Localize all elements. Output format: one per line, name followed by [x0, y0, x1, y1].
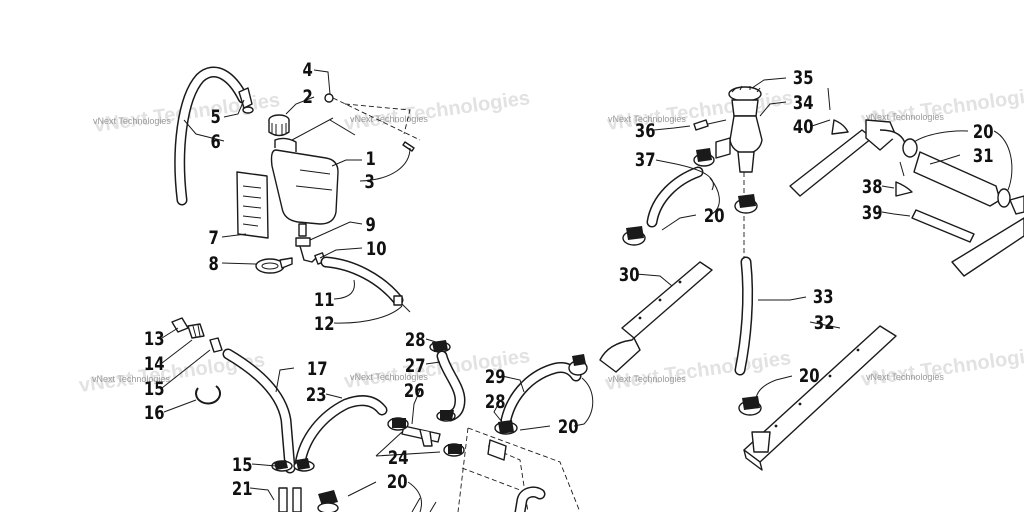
- heat-exchanger-right: [951, 217, 1024, 277]
- callout-24: 24: [388, 447, 409, 469]
- callout-5: 5: [210, 106, 220, 128]
- nut: [324, 93, 334, 103]
- callout-20: 20: [704, 205, 725, 227]
- filler-neck: [729, 115, 763, 155]
- watermark: vNext Technologies: [350, 372, 428, 382]
- hose-clamp: [393, 295, 403, 306]
- callout-11: 11: [314, 289, 335, 311]
- callout-15: 15: [144, 378, 165, 400]
- callout-7: 7: [208, 227, 218, 249]
- callout-40: 40: [793, 116, 814, 138]
- lower-left-group: [171, 317, 388, 512]
- grommet: [831, 119, 849, 135]
- callout-33: 33: [813, 286, 834, 308]
- callout-6: 6: [210, 131, 220, 153]
- callout-38: 38: [862, 176, 883, 198]
- watermark-bg: vNext Technologies: [860, 343, 1024, 391]
- callout-39: 39: [862, 202, 883, 224]
- callout-15: 15: [232, 454, 253, 476]
- watermark: vNext Technologies: [608, 374, 686, 384]
- connector-hose-31: [913, 151, 1001, 207]
- callout-1: 1: [365, 148, 375, 170]
- callout-10: 10: [366, 238, 387, 260]
- outlet-fitting: [295, 237, 311, 247]
- callout-30: 30: [619, 264, 640, 286]
- heat-exchanger-30: [621, 261, 713, 339]
- screw: [693, 119, 709, 131]
- watermark: vNext Technologies: [350, 114, 428, 124]
- callout-23: 23: [306, 384, 327, 406]
- callout-2: 2: [302, 86, 312, 108]
- callout-14: 14: [144, 353, 165, 375]
- watermark: vNext Technologies: [866, 112, 944, 122]
- watermark: vNext Technologies: [866, 372, 944, 382]
- callout-12: 12: [314, 313, 335, 335]
- watermark: vNext Technologies: [92, 374, 170, 384]
- hose-clamp: [318, 490, 338, 506]
- bolt: [402, 141, 415, 152]
- callout-29: 29: [485, 366, 506, 388]
- watermark: vNext Technologies: [608, 114, 686, 124]
- callout-16: 16: [144, 402, 165, 424]
- callout-9: 9: [365, 214, 375, 236]
- watermark: vNext Technologies: [93, 116, 171, 126]
- heat-exchanger-upper: [789, 129, 873, 197]
- callout-20: 20: [387, 471, 408, 493]
- right-group: [599, 85, 1024, 471]
- callout-28: 28: [485, 391, 506, 413]
- watermark-bg: vNext Technologies: [343, 87, 532, 135]
- callout-17: 17: [307, 358, 328, 380]
- bracket-39: [911, 209, 975, 243]
- callout-32: 32: [814, 312, 835, 334]
- callout-8: 8: [208, 253, 218, 275]
- callout-13: 13: [144, 328, 165, 350]
- callout-28: 28: [405, 329, 426, 351]
- callout-31: 31: [973, 145, 994, 167]
- decal-plate: [236, 171, 269, 239]
- callout-34: 34: [793, 92, 814, 114]
- callout-27: 27: [405, 355, 426, 377]
- callout-20: 20: [558, 416, 579, 438]
- callout-37: 37: [635, 149, 656, 171]
- leader-lines: [161, 69, 1013, 512]
- callout-20: 20: [799, 365, 820, 387]
- callout-36: 36: [635, 120, 656, 142]
- callout-20: 20: [973, 121, 994, 143]
- callout-4: 4: [302, 59, 312, 81]
- callout-numbers: 4 2 5 6 1 3 7 8 9 10 11 12 13 14 15 16 1…: [144, 59, 994, 500]
- callout-26: 26: [404, 380, 425, 402]
- callout-3: 3: [364, 171, 374, 193]
- callout-21: 21: [232, 478, 253, 500]
- pipe-stub: [278, 487, 288, 512]
- center-lower-group: [387, 340, 588, 512]
- snap-ring: [195, 385, 221, 405]
- pressure-cap: [728, 86, 762, 102]
- mount-bracket: [487, 439, 507, 461]
- callout-35: 35: [793, 67, 814, 89]
- reservoir-group: [174, 66, 421, 313]
